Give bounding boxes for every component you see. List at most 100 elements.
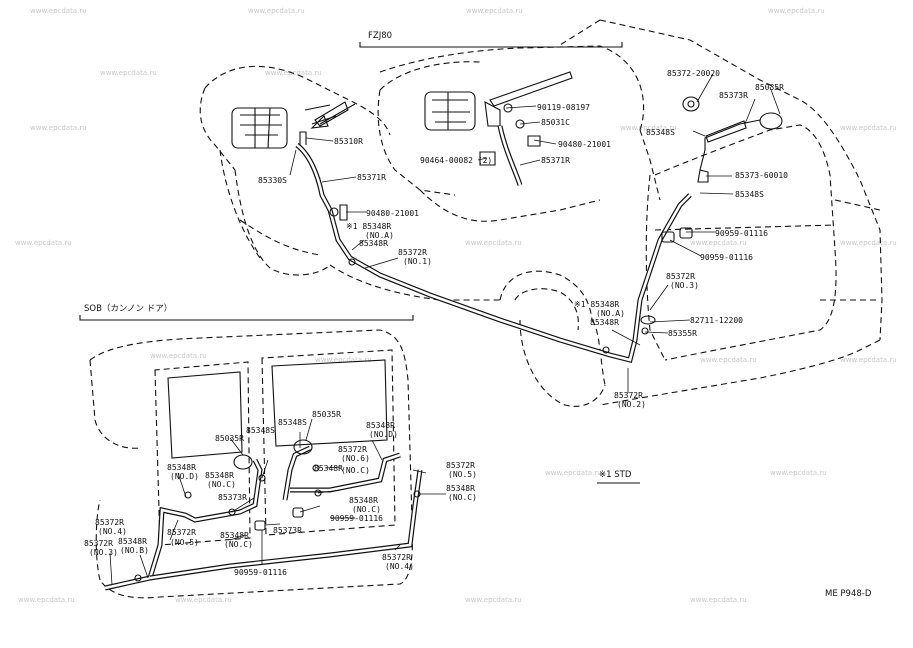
part-number: 90959-01116 [330, 514, 383, 523]
leader-lines [109, 73, 781, 586]
part-number: (NO.C) [352, 505, 381, 514]
part-number: 85348R [446, 484, 475, 493]
part-number: 85348R [590, 318, 619, 327]
part-number: 90464-00082 (2) [420, 156, 492, 165]
watermark: www.epcdata.ru [840, 124, 897, 132]
part-number: (NO.C) [207, 480, 236, 489]
part-number: 82711-12200 [690, 316, 743, 325]
part-number: 85348R [314, 464, 343, 473]
part-number: 85372R [398, 248, 427, 257]
part-number: 85372R [446, 461, 475, 470]
part-number: ※1 85348R [574, 300, 619, 309]
part-number: 85348S [278, 418, 307, 427]
view-arrow [310, 103, 356, 129]
part-number: 85371R [541, 156, 570, 165]
part-number: (NO.5) [170, 538, 199, 547]
watermark: www.epcdata.ru [175, 596, 232, 604]
part-number: (NO.5) [448, 470, 477, 479]
watermark: www.epcdata.ru [15, 239, 72, 247]
part-number: 85348R [359, 239, 388, 248]
part-number: 85035R [755, 83, 784, 92]
part-number: (NO.4) [385, 562, 414, 571]
part-number: 85348R [349, 496, 378, 505]
part-number: 90959-01116 [700, 253, 753, 262]
part-number: (NO.B) [120, 546, 149, 555]
part-number: 85348R [366, 421, 395, 430]
part-number: 85373R [719, 91, 748, 100]
watermark: www.epcdata.ru [700, 356, 757, 364]
callout-labels: 85372-20020 85035R 85373R 85348S 85373-6… [84, 69, 788, 577]
part-number: 85372R [382, 553, 411, 562]
watermark: www.epcdata.ru [545, 469, 602, 477]
part-number: 90959-01116 [234, 568, 287, 577]
part-number: (NO.2) [617, 400, 646, 409]
sob-inset: SOB（カンノン ドア） [79, 303, 423, 599]
part-number: 90119-08197 [537, 103, 590, 112]
part-number: 85348S [246, 426, 275, 435]
part-number: 85371R [357, 173, 386, 182]
part-number: 85373-60010 [735, 171, 788, 180]
watermark: www.epcdata.ru [465, 596, 522, 604]
watermark: www.epcdata.ru [248, 7, 305, 15]
part-number: 90480-21001 [558, 140, 611, 149]
part-number: 85372R [666, 272, 695, 281]
part-number: (NO.D) [369, 430, 398, 439]
part-number: 85373R [273, 526, 302, 535]
part-number: 85310R [334, 137, 363, 146]
watermark: www.epcdata.ru [840, 239, 897, 247]
watermark: www.epcdata.ru [100, 69, 157, 77]
part-number: 85031C [541, 118, 570, 127]
part-number: 85372-20020 [667, 69, 720, 78]
part-number: 85355R [668, 329, 697, 338]
part-number: 85372R [95, 518, 124, 527]
legend-std: ※1 STD [599, 470, 632, 480]
part-number: 85372R [614, 391, 643, 400]
part-number: (NO.C) [448, 493, 477, 502]
watermark: www.epcdata.ru [466, 7, 523, 15]
part-number: 85372R [84, 539, 113, 548]
part-number: 85035R [312, 410, 341, 419]
engine-bay-left [231, 101, 349, 149]
part-number: 85348R [118, 537, 147, 546]
watermark: www.epcdata.ru [30, 7, 87, 15]
watermark: www.epcdata.ru [690, 596, 747, 604]
vehicle-body-outline [199, 19, 883, 407]
part-number: 85373R [218, 493, 247, 502]
part-number: 85035R [215, 434, 244, 443]
part-number: 85372R [167, 528, 196, 537]
figure-code: ME P948-D [825, 589, 872, 599]
part-number: (NO.A) [596, 309, 625, 318]
part-number: (NO.D) [170, 472, 199, 481]
part-number: 90480-21001 [366, 209, 419, 218]
main-hose-route [295, 96, 783, 364]
part-number: (NO.6) [341, 454, 370, 463]
watermark: www.epcdata.ru [770, 469, 827, 477]
section-label-fzj80: FZJ80 [368, 31, 392, 41]
watermark: www.epcdata.ru [690, 239, 747, 247]
part-number: 85348R [220, 531, 249, 540]
part-number: (NO.4) [98, 527, 127, 536]
part-number: ※1 85348R [346, 222, 391, 231]
watermark: www.epcdata.ru [18, 596, 75, 604]
watermark-layer: www.epcdata.ru www.epcdata.ru www.epcdat… [15, 7, 897, 604]
watermark: www.epcdata.ru [620, 124, 677, 132]
part-number: 90959-01116 [715, 229, 768, 238]
part-number: 85348S [735, 190, 764, 199]
section-label-sob: SOB（カンノン ドア） [84, 303, 172, 314]
part-number: 85372R [338, 445, 367, 454]
watermark: www.epcdata.ru [768, 7, 825, 15]
watermark: www.epcdata.ru [30, 124, 87, 132]
watermark: www.epcdata.ru [465, 239, 522, 247]
part-number: (NO.3) [670, 281, 699, 290]
part-number: (NO.A) [365, 231, 394, 240]
part-number: (NO.C) [224, 540, 253, 549]
part-number: 85348S [646, 128, 675, 137]
part-number: 85348R [205, 471, 234, 480]
watermark: www.epcdata.ru [840, 356, 897, 364]
part-number: 85348R [167, 463, 196, 472]
part-number: (NO.1) [403, 257, 432, 266]
part-number: (NO.C) [341, 466, 370, 475]
part-number: 85330S [258, 176, 287, 185]
